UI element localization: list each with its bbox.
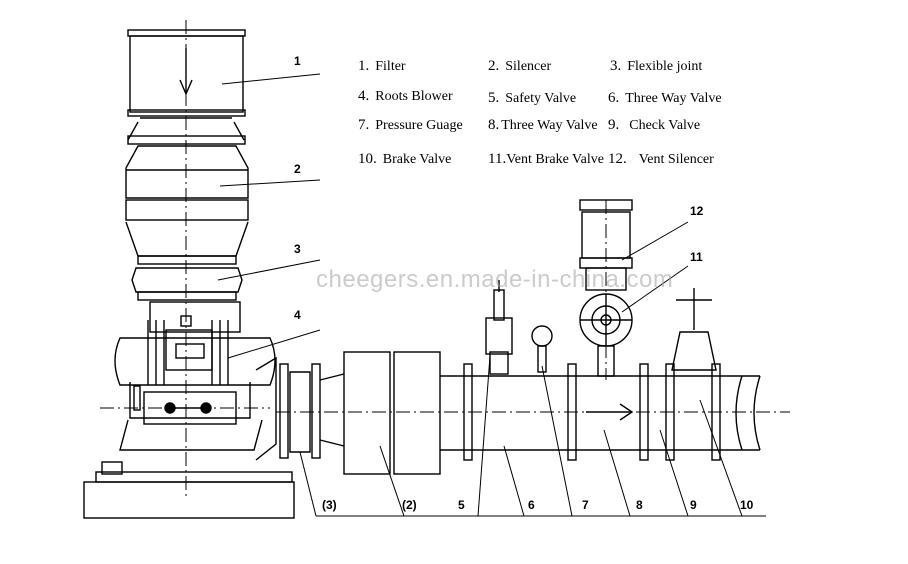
leader-lines bbox=[217, 73, 766, 517]
legend-item-12: 12. Vent Silencer bbox=[608, 151, 714, 168]
legend-item-7: 7. Pressure Guage bbox=[358, 117, 463, 134]
bottom-flexible-joint bbox=[279, 363, 321, 459]
callout-bottom-9: 9 bbox=[690, 498, 697, 512]
callout-bottom-10: 10 bbox=[740, 498, 754, 512]
legend-num: 12. bbox=[608, 151, 627, 167]
legend-label: Check Valve bbox=[629, 118, 701, 133]
callout-bottom-5: 5 bbox=[458, 498, 465, 512]
callout-12: 12 bbox=[690, 204, 704, 218]
flexible-joint-part bbox=[131, 255, 243, 301]
legend-num: 9. bbox=[608, 117, 620, 133]
roots-blower-part bbox=[83, 301, 295, 519]
legend-item-4: 4. Roots Blower bbox=[358, 88, 453, 105]
legend-label: Flexible joint bbox=[627, 59, 703, 74]
callout-bottom-6: 6 bbox=[528, 498, 535, 512]
legend-num: 8. bbox=[488, 117, 500, 133]
legend-label: Filter bbox=[375, 59, 406, 74]
legend-item-9: 9. Check Valve bbox=[608, 117, 700, 134]
safety-valve bbox=[485, 280, 513, 375]
legend-num: 6. bbox=[608, 90, 620, 106]
legend-label: Vent Silencer bbox=[638, 152, 714, 167]
callout-2: 2 bbox=[294, 162, 301, 176]
legend-label: Pressure Guage bbox=[375, 118, 463, 133]
legend-num: 2. bbox=[488, 58, 500, 74]
legend-num: 1. bbox=[358, 58, 370, 74]
callout-bottom-7: 7 bbox=[582, 498, 589, 512]
callout-4: 4 bbox=[294, 308, 301, 322]
callout-bottom-8: 8 bbox=[636, 498, 643, 512]
legend-item-3: 3. Flexible joint bbox=[610, 58, 702, 75]
legend-num: 11. bbox=[488, 151, 507, 167]
brake-valve bbox=[671, 288, 717, 371]
callout-1: 1 bbox=[294, 54, 301, 68]
centerlines bbox=[100, 20, 790, 500]
legend-label: Vent Brake Valve bbox=[506, 152, 604, 167]
pressure-gauge bbox=[531, 325, 553, 373]
legend-item-2: 2. Silencer bbox=[488, 58, 551, 75]
watermark-text: cheegers.en.made-in-china.com bbox=[316, 266, 674, 293]
callout-bottom-2: (2) bbox=[402, 498, 417, 512]
legend-num: 5. bbox=[488, 90, 500, 106]
legend-label: Three Way Valve bbox=[501, 118, 598, 133]
legend-item-1: 1. Filter bbox=[358, 58, 406, 75]
legend-item-5: 5. Safety Valve bbox=[488, 90, 576, 107]
legend-label: Brake Valve bbox=[382, 152, 452, 167]
legend-num: 3. bbox=[610, 58, 622, 74]
legend-item-6: 6. Three Way Valve bbox=[608, 90, 722, 107]
legend-num: 10. bbox=[358, 151, 377, 167]
bottom-silencer bbox=[319, 351, 441, 475]
legend-num: 7. bbox=[358, 117, 370, 133]
callout-bottom-3: (3) bbox=[322, 498, 337, 512]
silencer-part bbox=[125, 145, 249, 257]
callout-3: 3 bbox=[294, 242, 301, 256]
legend-item-10: 10. Brake Valve bbox=[358, 151, 451, 168]
legend-label: Roots Blower bbox=[375, 89, 453, 104]
legend-num: 4. bbox=[358, 88, 370, 104]
legend-label: Three Way Valve bbox=[625, 91, 722, 106]
legend-item-8: 8.Three Way Valve bbox=[488, 117, 598, 134]
legend-label: Safety Valve bbox=[505, 91, 577, 106]
legend-item-11: 11.Vent Brake Valve bbox=[488, 151, 604, 168]
callout-11: 11 bbox=[690, 250, 703, 264]
legend-label: Silencer bbox=[505, 59, 552, 74]
